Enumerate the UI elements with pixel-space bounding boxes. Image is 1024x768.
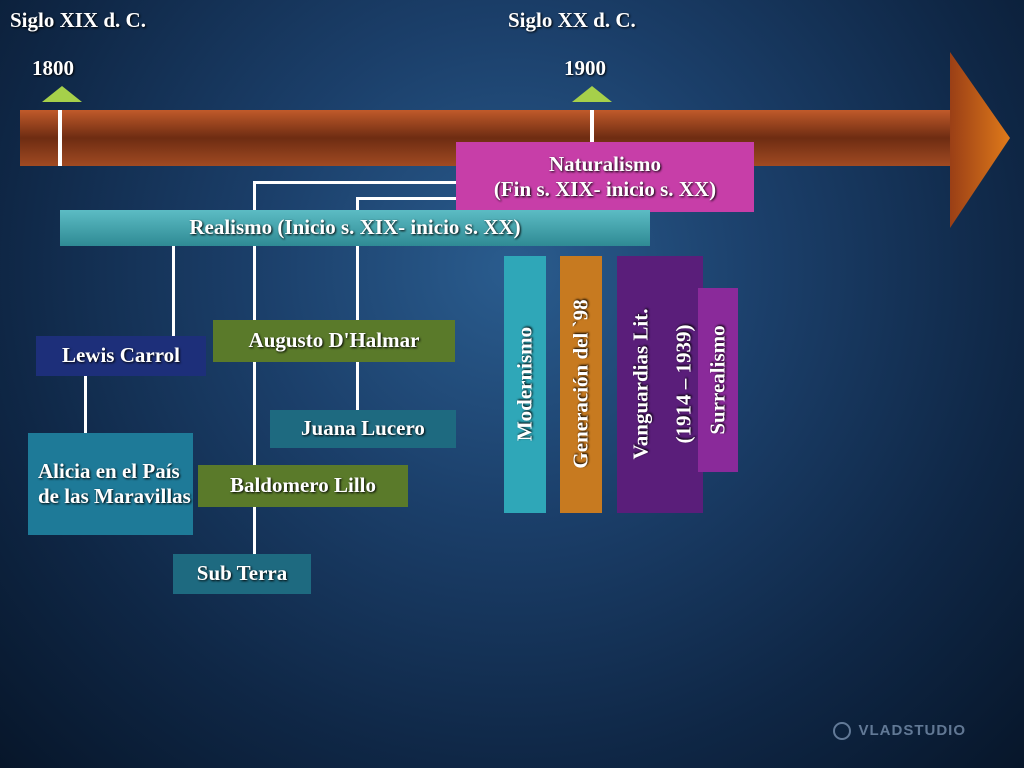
watermark-logo-icon	[832, 722, 851, 741]
modernismo-column	[504, 256, 546, 513]
naturalismo-title: Naturalismo	[549, 151, 661, 176]
generacion98-column	[560, 256, 602, 513]
watermark-text: VLADSTUDIO	[858, 722, 966, 739]
author-augusto-dhalmar: Augusto D'Halmar	[213, 320, 455, 362]
connector-lewis	[172, 246, 175, 336]
year-1800: 1800	[32, 56, 74, 80]
generacion98-label: Generación del `98	[568, 299, 593, 469]
work-juana-lucero: Juana Lucero	[270, 410, 456, 448]
author-lewis-carrol: Lewis Carrol	[36, 336, 206, 376]
marker-1800-icon	[42, 86, 82, 102]
vanguardias-period: (1914 – 1939)	[671, 324, 696, 444]
modernismo-label: Modernismo	[512, 326, 537, 442]
author-baldomero-lillo: Baldomero Lillo	[198, 465, 408, 507]
arrow-head	[950, 52, 1010, 228]
naturalismo-period: (Fin s. XIX- inicio s. XX)	[493, 177, 717, 201]
realismo-box: Realismo (Inicio s. XIX- inicio s. XX)	[60, 210, 650, 246]
work-sub-terra: Sub Terra	[173, 554, 311, 594]
connector-sub-terra	[253, 181, 256, 556]
work-alicia: Alicia en el País de las Maravillas	[28, 433, 193, 535]
surrealismo-label: Surrealismo	[705, 325, 730, 435]
marker-1900-icon	[572, 86, 612, 102]
vanguardias-column	[617, 256, 703, 513]
year-1900: 1900	[564, 56, 606, 80]
century-xix: Siglo XIX d. C.	[10, 8, 146, 32]
connector-alicia	[84, 376, 87, 433]
naturalismo-box: Naturalismo (Fin s. XIX- inicio s. XX)	[456, 142, 754, 212]
surrealismo-column	[698, 288, 738, 472]
watermark: VLADSTUDIO	[832, 722, 967, 741]
connector-juana	[356, 197, 359, 410]
vanguardias-label: Vanguardias Lit.	[628, 308, 653, 460]
tick-1800	[58, 110, 62, 166]
connector-sub-terra-top	[253, 181, 457, 184]
tick-1900	[590, 110, 594, 144]
century-xx: Siglo XX d. C.	[508, 8, 636, 32]
connector-juana-top	[356, 197, 457, 200]
